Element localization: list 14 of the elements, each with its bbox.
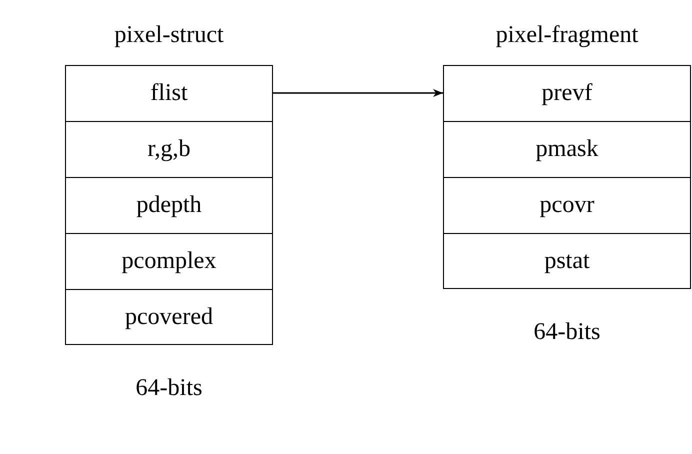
field-cell: pstat [444, 234, 690, 290]
field-cell: flist [66, 66, 272, 122]
arrow [273, 89, 443, 97]
field-cell: r,g,b [66, 122, 272, 178]
field-cell: pdepth [66, 178, 272, 234]
field-cell: pcomplex [66, 234, 272, 290]
struct-title: pixel-struct [113, 21, 225, 50]
field-cell: pcovered [66, 290, 272, 346]
size-label: 64-bits [134, 374, 204, 403]
struct-title: pixel-fragment [494, 21, 640, 50]
field-cell: pcovr [444, 178, 690, 234]
size-label: 64-bits [532, 318, 602, 347]
field-cell: pmask [444, 122, 690, 178]
field-cell: prevf [444, 66, 690, 122]
